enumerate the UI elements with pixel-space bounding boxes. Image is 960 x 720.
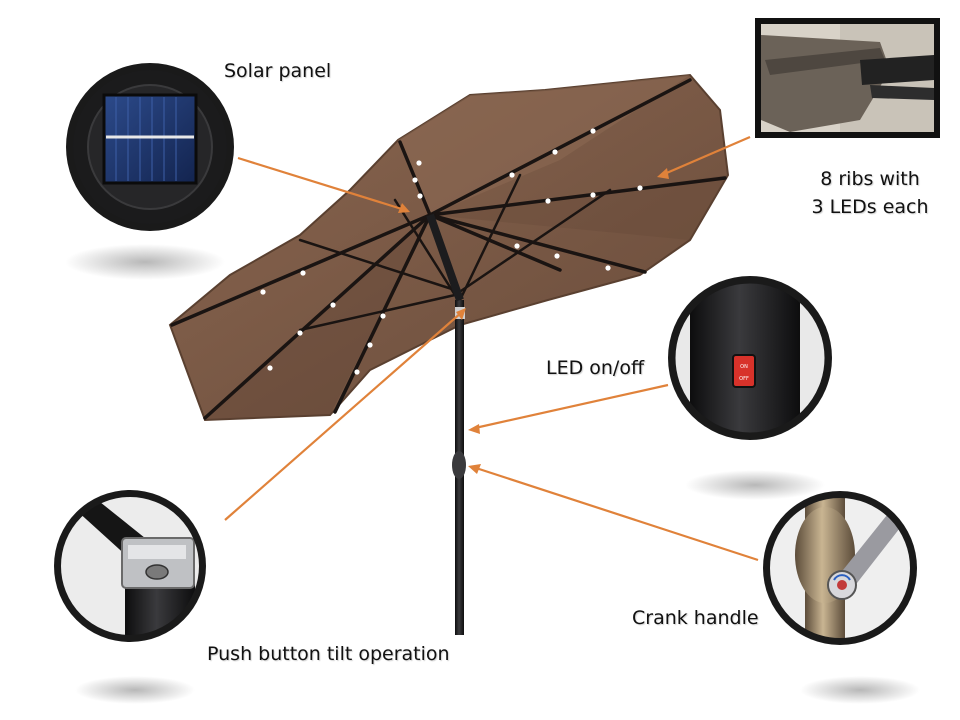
callout-ribs: 8 ribs with 3 LEDs each [800,165,940,221]
led-dot [267,365,273,371]
crank-inset-shadow [800,676,920,704]
led-dot [416,160,422,166]
led-dot [554,253,560,259]
leader-ribs [661,135,751,177]
callout-led-switch: LED on/off [546,357,645,379]
leader-led [474,383,669,430]
umbrella-canopy [168,73,730,422]
led-dot [354,369,360,375]
led-dot [545,198,551,204]
tilt-inset-shadow [75,676,195,704]
solar-panel-inset [66,63,234,231]
led-dot [590,192,596,198]
callout-solar-panel: Solar panel [224,60,332,82]
leader-lines [224,135,759,562]
led-inset-shadow [685,470,825,500]
led-dot [412,177,418,183]
callout-ribs-line2: 3 LEDs each [811,196,929,218]
rib-leds [260,128,643,375]
led-dot [367,342,373,348]
ribs-photo-inset [755,18,940,138]
callout-crank: Crank handle [632,607,759,629]
leader-solar [237,156,406,212]
solar-inset-shadow [65,244,225,280]
led-dot [380,313,386,319]
led-dot [605,265,611,271]
crank-handle-inset [763,491,917,645]
led-dot [509,172,515,178]
led-dot [590,128,596,134]
led-dot [417,193,423,199]
switch-body [732,354,756,388]
leader-tilt [224,311,463,521]
led-dot [552,149,558,155]
led-dot [260,289,266,295]
led-dot [297,330,303,336]
leader-arrowheads [398,168,669,474]
callout-ribs-line1: 8 ribs with [820,168,920,190]
switch-on-text: ON [740,364,748,370]
led-switch-inset: ON OFF [668,276,832,440]
led-dot [330,302,336,308]
led-dot [637,185,643,191]
led-dot [300,270,306,276]
umbrella-ribs [170,78,727,420]
led-dot [514,243,520,249]
leader-crank [475,466,759,562]
switch-off-text: OFF [739,376,749,382]
tilt-inset [54,490,206,642]
callout-tilt: Push button tilt operation [207,643,450,665]
